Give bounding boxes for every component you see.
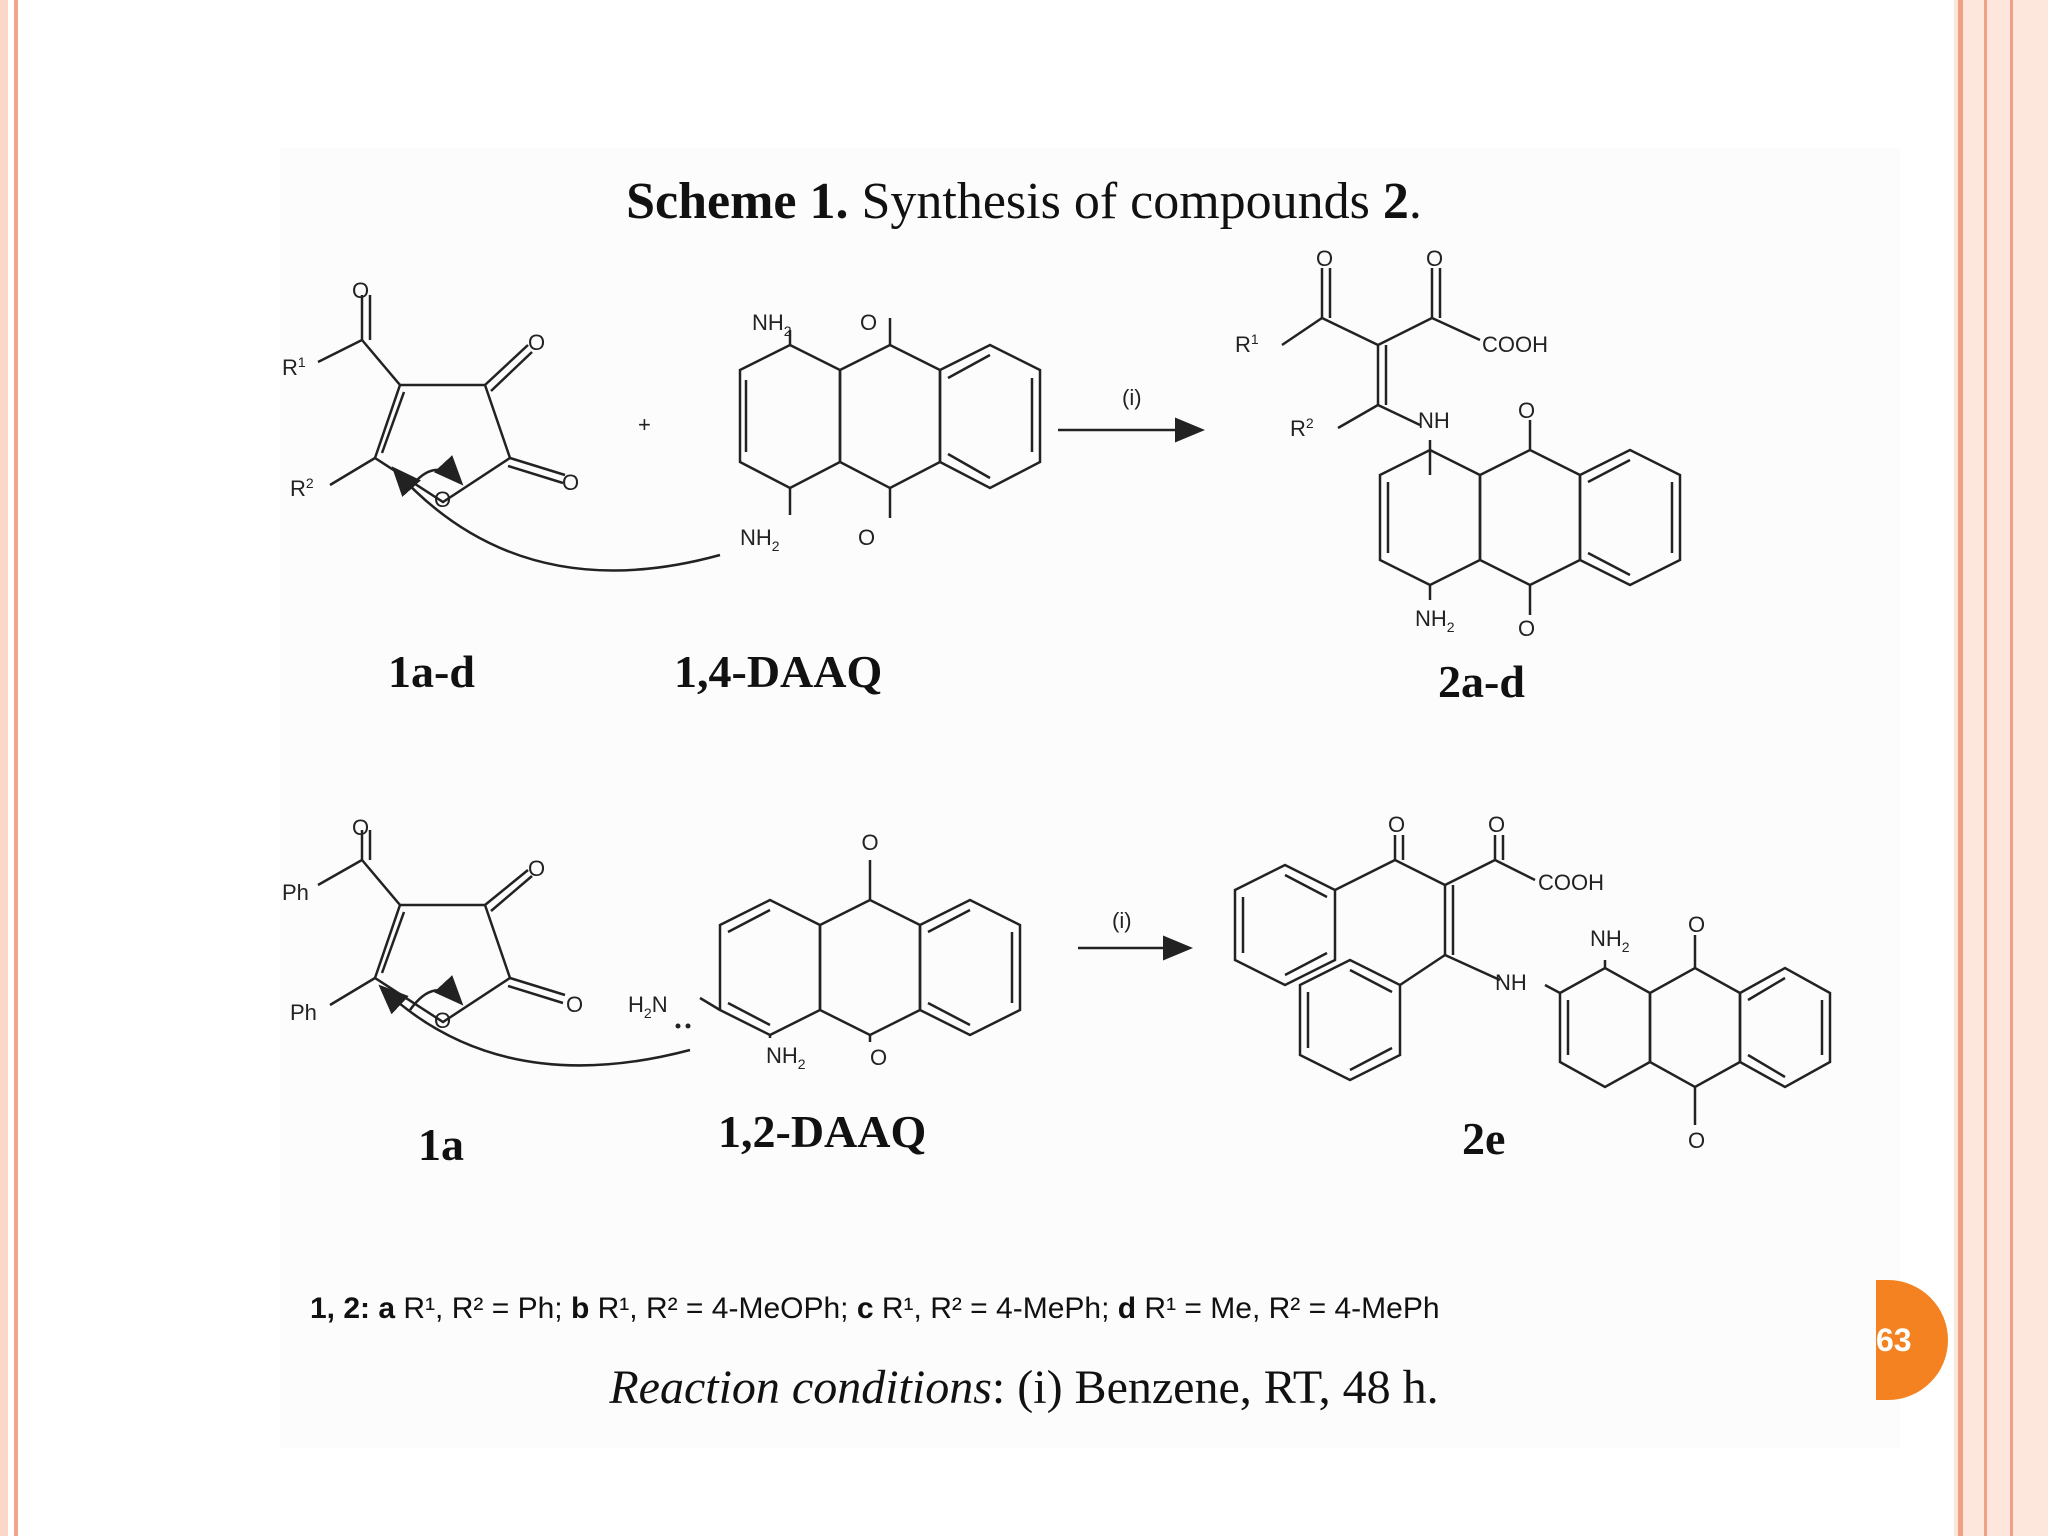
scheme-title: Scheme 1. Synthesis of compounds 2. bbox=[0, 172, 2048, 231]
left-frame-band bbox=[0, 0, 8, 1536]
scheme-image-area bbox=[280, 148, 1900, 1448]
product-2a-d-structure bbox=[1281, 268, 1682, 615]
page-number: 63 bbox=[1876, 1322, 1912, 1358]
furandione-1a-d bbox=[317, 295, 721, 572]
left-frame-line bbox=[14, 0, 18, 1536]
legend-text-d: R¹ = Me, R² = 4-MePh bbox=[1136, 1292, 1440, 1325]
anthraquinone-1-2-daaq bbox=[699, 860, 1022, 1042]
oxygen-atom: O bbox=[1426, 246, 1443, 271]
amine-group: NH2 bbox=[740, 525, 780, 554]
oxygen-atom: O bbox=[1488, 812, 1505, 837]
oxygen-atom: O bbox=[528, 856, 545, 881]
right-frame-line bbox=[1984, 0, 1987, 1536]
reaction-arrow-label: (i) bbox=[1122, 385, 1142, 410]
legend-key-c: c bbox=[856, 1292, 874, 1325]
product-2e-structure bbox=[1233, 835, 1832, 1125]
furandione-1a bbox=[317, 830, 691, 1067]
oxygen-atom: O bbox=[1688, 912, 1705, 937]
legend-key-a: a bbox=[378, 1292, 396, 1325]
compound-label-1a-d: 1a-d bbox=[388, 646, 475, 697]
oxygen-atom: O bbox=[352, 278, 369, 303]
ring-oxygen-atom: O bbox=[434, 487, 451, 512]
oxygen-atom: O bbox=[1518, 616, 1535, 641]
r1-substituent: R1 bbox=[282, 354, 306, 380]
legend-key-b: b bbox=[570, 1292, 590, 1325]
phenyl-substituent: Ph bbox=[290, 1000, 317, 1025]
compound-label-2e: 2e bbox=[1462, 1113, 1506, 1164]
legend-text-b: R¹, R² = 4-MeOPh; bbox=[589, 1292, 849, 1325]
scheme-title-prefix: Scheme 1. bbox=[626, 173, 849, 230]
reaction-conditions: Reaction conditions: (i) Benzene, RT, 48… bbox=[0, 1360, 2048, 1415]
oxygen-atom: O bbox=[566, 992, 583, 1017]
plus-sign: + bbox=[638, 412, 651, 437]
oxygen-atom: O bbox=[1688, 1128, 1705, 1153]
oxygen-atom: O bbox=[870, 1045, 887, 1070]
legend-text-c: R¹, R² = 4-MePh; bbox=[873, 1292, 1110, 1325]
scheme-title-text: Synthesis of compounds bbox=[848, 173, 1383, 230]
r2-substituent: R2 bbox=[290, 475, 314, 501]
compound-label-1-4-daaq: 1,4-DAAQ bbox=[674, 646, 883, 697]
substituent-legend: 1, 2: a R¹, R² = Ph; b R¹, R² = 4-MeOPh;… bbox=[310, 1292, 1870, 1326]
ring-oxygen-atom: O bbox=[434, 1008, 451, 1033]
oxygen-atom: O bbox=[1518, 398, 1535, 423]
oxygen-atom: O bbox=[861, 830, 878, 855]
oxygen-atom: O bbox=[858, 525, 875, 550]
reaction-conditions-label: Reaction conditions bbox=[609, 1361, 992, 1414]
carboxylic-acid-group: COOH bbox=[1482, 332, 1548, 357]
amine-group: NH2 bbox=[752, 310, 792, 339]
right-frame-line bbox=[1958, 0, 1963, 1536]
nh-group: NH bbox=[1495, 970, 1527, 995]
compound-label-1a: 1a bbox=[418, 1119, 464, 1170]
scheme-title-suffix: . bbox=[1408, 173, 1422, 230]
amine-group: H2N bbox=[628, 992, 668, 1021]
right-frame-band bbox=[1954, 0, 2048, 1536]
oxygen-atom: O bbox=[528, 330, 545, 355]
oxygen-atom: O bbox=[1316, 246, 1333, 271]
amine-group: NH2 bbox=[1590, 926, 1630, 955]
anthraquinone-1-4-daaq bbox=[738, 318, 1042, 518]
oxygen-atom: O bbox=[1388, 812, 1405, 837]
amine-group: NH2 bbox=[766, 1043, 806, 1072]
carboxylic-acid-group: COOH bbox=[1538, 870, 1604, 895]
r2-substituent: R2 bbox=[1290, 415, 1314, 441]
reaction-scheme-diagram: O O O O R1 R2 + NH2 O NH2 O (i) bbox=[282, 246, 1832, 1153]
r1-substituent: R1 bbox=[1235, 331, 1259, 357]
reaction-arrow-label: (i) bbox=[1112, 908, 1132, 933]
scheme-title-number: 2 bbox=[1382, 173, 1409, 230]
legend-text-a: R¹, R² = Ph; bbox=[395, 1292, 563, 1325]
compound-label-2a-d: 2a-d bbox=[1438, 656, 1525, 707]
legend-compound-ids: 1, 2: bbox=[310, 1292, 371, 1325]
oxygen-atom: O bbox=[860, 310, 877, 335]
phenyl-substituent: Ph bbox=[282, 880, 309, 905]
amine-group: NH2 bbox=[1415, 606, 1455, 635]
reaction-conditions-text: : (i) Benzene, RT, 48 h. bbox=[991, 1361, 1439, 1414]
compound-label-1-2-daaq: 1,2-DAAQ bbox=[718, 1106, 927, 1157]
nh-group: NH bbox=[1418, 408, 1450, 433]
oxygen-atom: O bbox=[352, 815, 369, 840]
legend-key-d: d bbox=[1117, 1292, 1137, 1325]
right-frame-line bbox=[2010, 0, 2013, 1536]
oxygen-atom: O bbox=[562, 470, 579, 495]
